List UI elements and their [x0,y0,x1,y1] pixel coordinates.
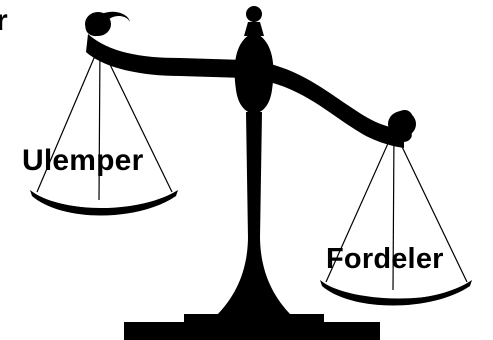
post-bulb [235,32,274,114]
right-curl-knob [388,111,416,137]
post-finial [246,6,262,22]
post-base-flare [216,236,292,316]
base-plate-lower [124,322,380,340]
corner-text-fragment: r [0,6,8,36]
post-column [246,112,262,238]
left-pan-label: Ulemper [22,146,143,176]
left-curl-knob [85,12,111,36]
right-pan-label: Fordeler [326,245,444,274]
